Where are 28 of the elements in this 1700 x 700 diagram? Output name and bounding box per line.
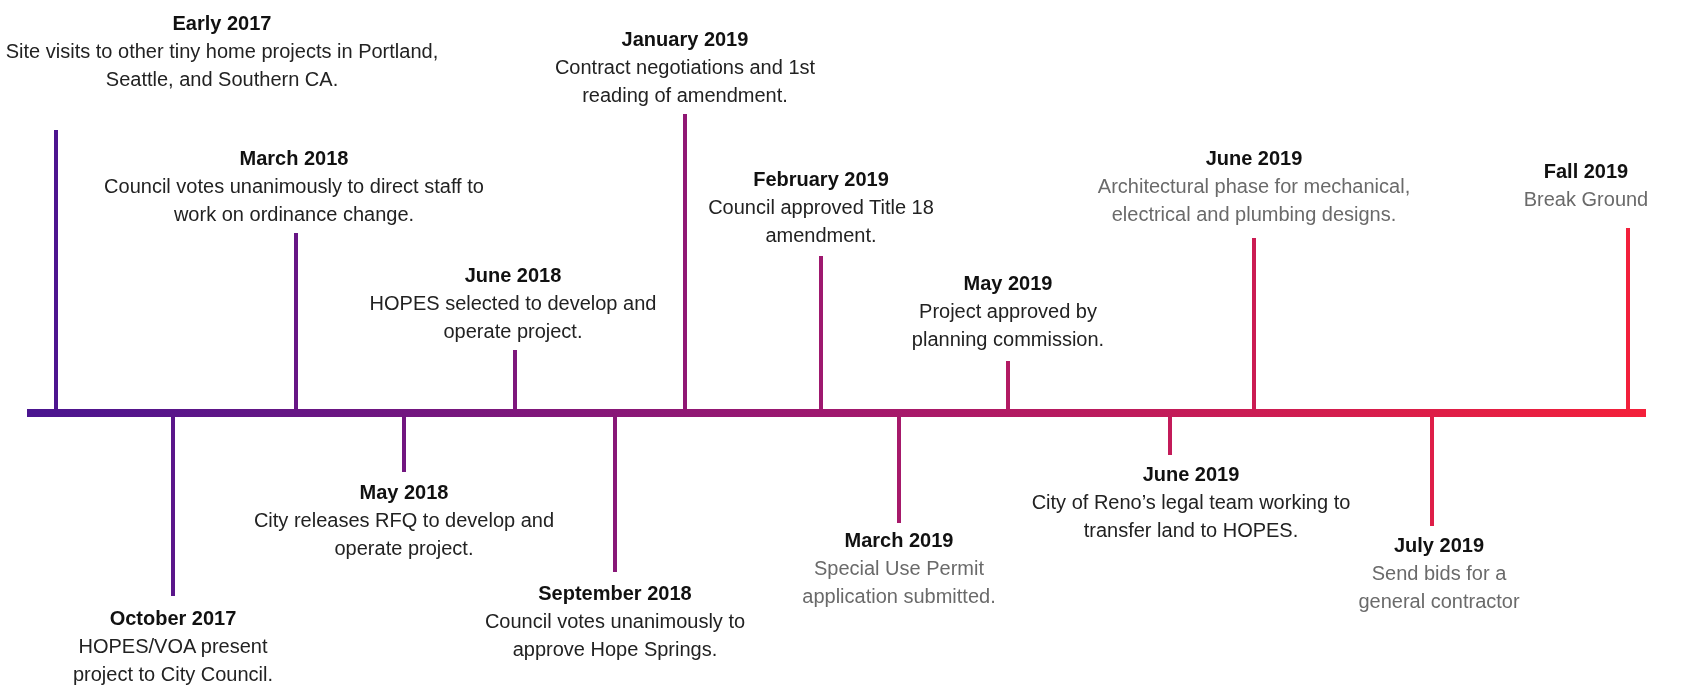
date-heading: June 2019 — [1204, 146, 1304, 171]
event-description: City of Reno’s legal team working to transfer land to HOPES. — [1030, 490, 1352, 543]
date-heading: May 2019 — [962, 271, 1054, 296]
event-description: Council votes unanimously to approve Hope Springs. — [483, 609, 747, 662]
event-description: Break Ground — [1522, 187, 1650, 212]
event-description: HOPES selected to develop and operate project. — [368, 291, 658, 344]
date-heading: March 2018 — [238, 146, 350, 171]
event-description: Council votes unanimously to direct staff to work on ordinance change. — [103, 174, 485, 227]
event-description: Special Use Permit application submitted. — [801, 556, 997, 609]
date-heading: July 2019 — [1392, 533, 1486, 558]
date-heading: January 2019 — [620, 27, 750, 52]
event-description: Send bids for a general contractor — [1357, 561, 1521, 614]
event-description: Architectural phase for mechanical, electrical and plumbing designs. — [1096, 174, 1412, 227]
date-heading: September 2018 — [537, 581, 693, 606]
event-description: Project approved by planning commission. — [910, 299, 1106, 352]
date-heading: June 2018 — [463, 263, 563, 288]
date-heading: June 2019 — [1141, 462, 1241, 487]
event-description: Site visits to other tiny home projects in Portland, Seattle, and Southern CA. — [4, 39, 440, 92]
date-heading: February 2019 — [752, 167, 890, 192]
date-heading: May 2018 — [358, 480, 450, 505]
date-heading: Early 2017 — [171, 11, 273, 36]
event-description: HOPES/VOA present project to City Council. — [71, 634, 275, 687]
date-heading: October 2017 — [108, 606, 238, 631]
date-heading: March 2019 — [843, 528, 955, 553]
event-description: Contract negotiations and 1st reading of amendment. — [553, 55, 817, 108]
date-heading: Fall 2019 — [1542, 159, 1630, 184]
event-description: Council approved Title 18 amendment. — [707, 195, 935, 248]
event-description: City releases RFQ to develop and operate project. — [252, 508, 556, 561]
